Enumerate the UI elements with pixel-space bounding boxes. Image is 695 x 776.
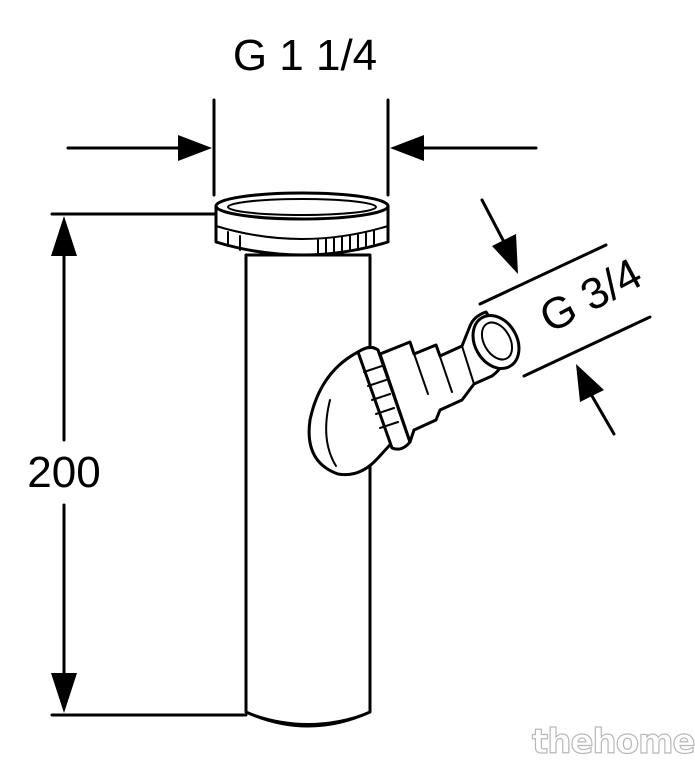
top-dimension: G 1 1/4 <box>66 31 538 197</box>
side-arrow-upper-shaft <box>480 198 506 244</box>
side-extension-upper <box>478 243 608 306</box>
height-arrow-bottom <box>51 673 77 713</box>
side-arrow-lower-head <box>576 364 604 402</box>
side-arrow-upper-head <box>492 234 518 274</box>
pipe-body <box>244 253 372 728</box>
barb-2 <box>435 344 453 393</box>
barb-3 <box>461 345 475 385</box>
watermark-logo: thehome <box>531 721 695 762</box>
branch-elbow-shade <box>325 399 337 467</box>
branch-nut-knurl <box>363 365 399 429</box>
barb-1 <box>409 341 429 395</box>
tail-opening-inner <box>480 321 514 361</box>
top-arrow-right-head <box>390 135 424 161</box>
side-branch <box>307 310 521 477</box>
pipe-bottom-edge <box>245 711 371 725</box>
height-dimension: 200 <box>27 212 248 717</box>
height-label: 200 <box>27 448 100 497</box>
nut-knurl <box>227 230 375 256</box>
height-arrow-top <box>51 216 77 256</box>
tail-opening-outer <box>471 314 521 370</box>
nut-band <box>215 225 389 240</box>
side-dimension: G 3/4 <box>478 198 652 436</box>
main-pipe <box>244 253 372 728</box>
top-nut <box>214 191 390 257</box>
side-thread-label: G 3/4 <box>532 249 650 343</box>
top-arrow-left-head <box>178 135 212 161</box>
nut-inner-rim <box>227 198 377 216</box>
top-thread-label: G 1 1/4 <box>233 31 377 80</box>
side-extension-lower <box>522 315 652 378</box>
side-arrow-lower-shaft <box>590 394 616 436</box>
